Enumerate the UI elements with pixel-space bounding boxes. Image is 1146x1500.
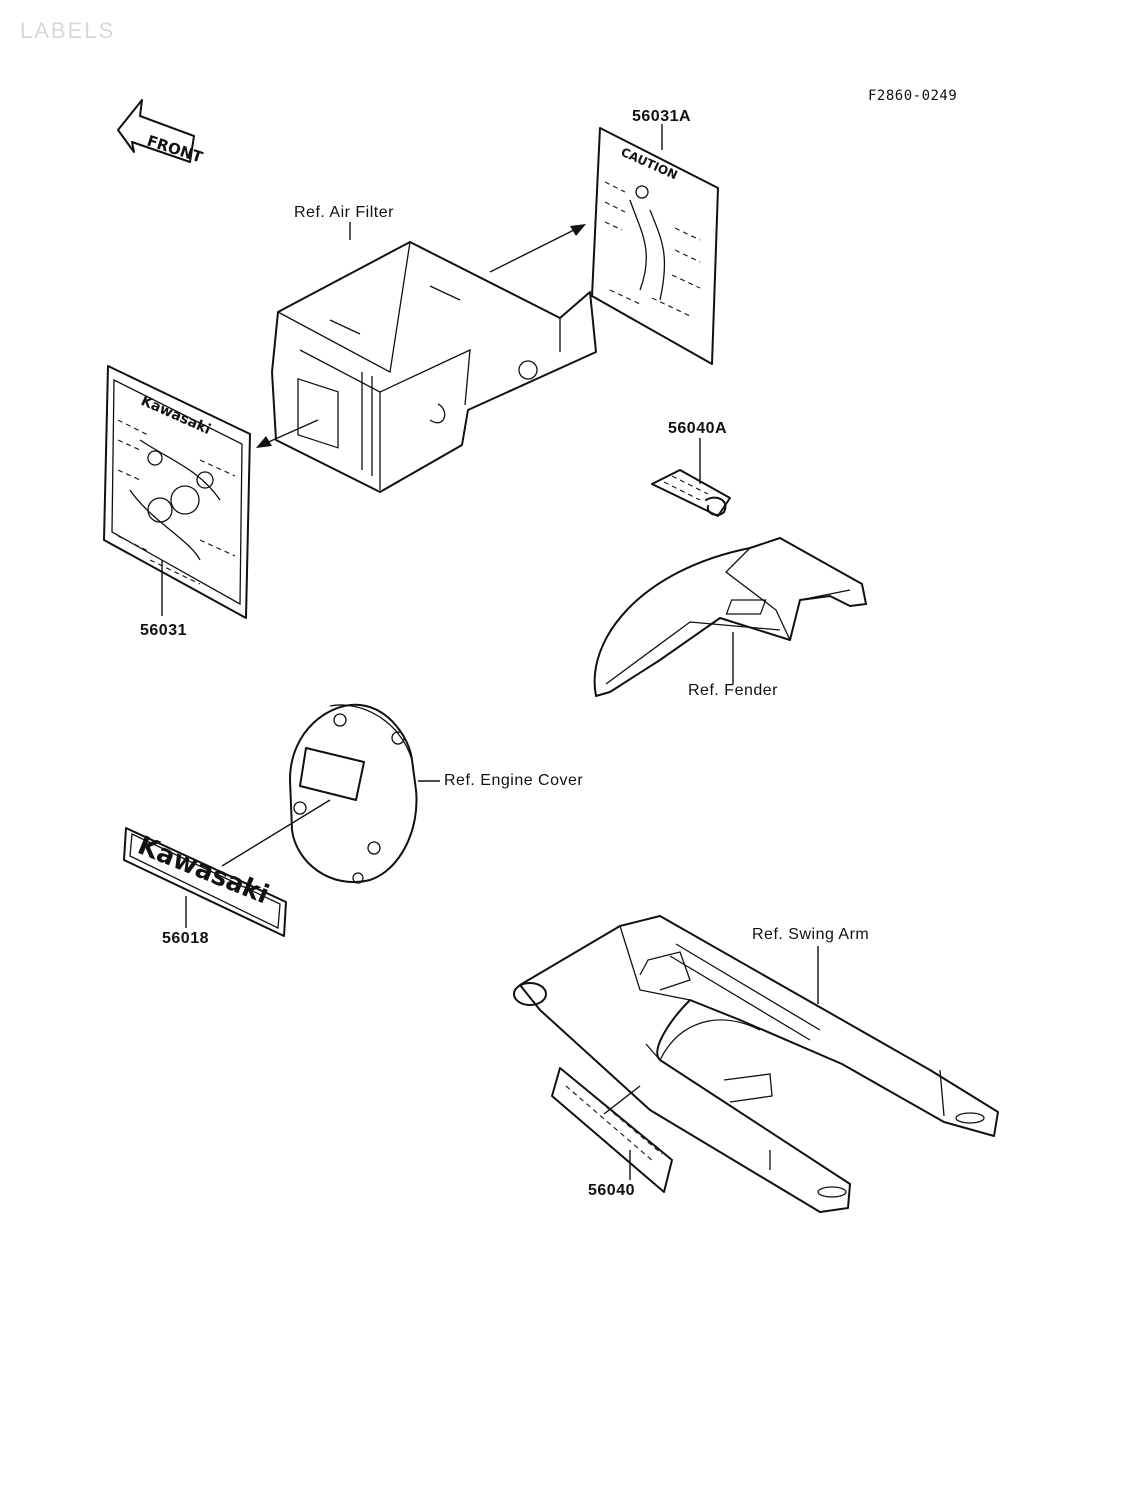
kawasaki-label-56031-text: Kawasaki (138, 393, 213, 438)
label-ref-fender: Ref. Fender (688, 682, 778, 699)
small-label-56040A (651, 438, 731, 517)
part-number-56040A: 56040A (668, 420, 728, 437)
caution-label-56031A: CAUTION (591, 124, 719, 365)
part-number-56018: 56018 (162, 930, 209, 947)
part-number-56031: 56031 (140, 622, 187, 639)
pointer-arrow-56031 (256, 419, 319, 448)
front-arrow-icon: FRONT (117, 99, 206, 167)
part-number-56031A: 56031A (632, 108, 692, 125)
kawasaki-label-56031: Kawasaki (103, 365, 251, 619)
pointer-arrow-56031A (489, 224, 586, 273)
strip-label-56040 (551, 1067, 673, 1193)
label-ref-swing-arm: Ref. Swing Arm (752, 926, 870, 943)
kawasaki-emblem-56018: Kawasaki (123, 827, 287, 937)
front-arrow-label: FRONT (145, 132, 206, 167)
part-number-56040: 56040 (588, 1182, 635, 1199)
label-ref-engine-cover: Ref. Engine Cover (444, 772, 584, 789)
engine-cover (221, 703, 440, 884)
swing-arm (513, 915, 999, 1213)
air-filter-box (271, 222, 597, 493)
section-title: LABELS (20, 18, 116, 43)
figure-code: F2860-0249 (868, 88, 958, 104)
label-ref-air-filter: Ref. Air Filter (294, 204, 394, 221)
rear-fender (593, 537, 867, 697)
